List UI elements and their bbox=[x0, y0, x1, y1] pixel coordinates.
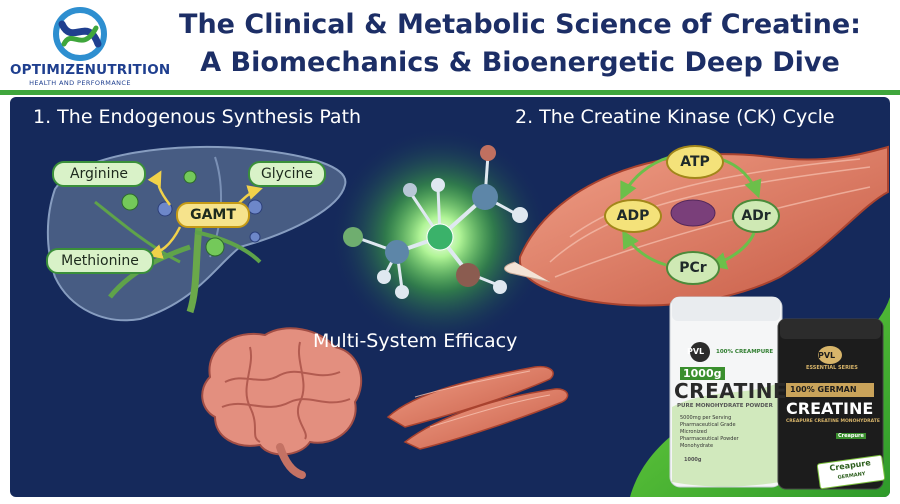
ck-node-adp: ADP bbox=[604, 199, 662, 233]
white-tub-bullet: 5000mg per Serving bbox=[680, 415, 732, 421]
brain-illustration bbox=[201, 327, 363, 479]
white-tub-bullet: Pharmaceutical Powder bbox=[680, 436, 739, 442]
white-tub-brand: PVL bbox=[687, 347, 705, 356]
ck-node-atp: ATP bbox=[666, 145, 724, 179]
label-gamt: GAMT bbox=[176, 202, 250, 228]
white-tub-bullet: Micronized bbox=[680, 429, 707, 435]
white-tub-footer: 1000g bbox=[684, 457, 702, 463]
logo-emblem bbox=[53, 7, 107, 61]
black-tub-subtitle: CREAPURE CREATINE MONOHYDRATE bbox=[786, 419, 880, 424]
illustration-layer bbox=[46, 127, 890, 497]
white-tub-amount: 1000g bbox=[680, 367, 725, 380]
black-tub-product bbox=[777, 318, 884, 490]
creatine-molecule bbox=[330, 127, 550, 347]
white-tub-side-note: 100% CREAMPURE bbox=[716, 349, 774, 355]
black-tub-badge: Creapure bbox=[836, 433, 866, 439]
main-panel: 1. The Endogenous Synthesis Path 2. The … bbox=[10, 97, 890, 497]
ck-node-adr: ADr bbox=[732, 199, 780, 233]
page-title-line-1: The Clinical & Metabolic Science of Crea… bbox=[179, 9, 861, 40]
black-tub-band: 100% GERMAN bbox=[790, 385, 857, 394]
white-tub-bullet: Pharmaceutical Grade bbox=[680, 422, 736, 428]
label-methionine: Methionine bbox=[46, 248, 154, 274]
white-tub-product bbox=[669, 296, 783, 488]
ck-node-pcr: PCr bbox=[666, 251, 720, 285]
white-tub-subtitle: PURE MONOHYDRATE POWDER bbox=[677, 403, 773, 409]
header: OPTIMIZENUTRITION HEALTH AND PERFORMANCE… bbox=[0, 0, 900, 95]
black-tub-name: CREATINE bbox=[786, 399, 874, 418]
white-tub-bullets: 5000mg per Serving Pharmaceutical Grade … bbox=[680, 415, 776, 450]
header-divider bbox=[0, 90, 900, 95]
section-title-ck-cycle: 2. The Creatine Kinase (CK) Cycle bbox=[515, 106, 835, 128]
logo: OPTIMIZENUTRITION HEALTH AND PERFORMANCE bbox=[10, 6, 171, 90]
black-tub-brand-sub: ESSENTIAL SERIES bbox=[806, 365, 858, 371]
label-glycine: Glycine bbox=[248, 161, 326, 187]
white-tub-name: CREATINE bbox=[674, 379, 788, 403]
section-title-efficacy: Multi-System Efficacy bbox=[313, 330, 518, 352]
muscle-illustration-ck bbox=[504, 145, 889, 307]
liver-illustration bbox=[46, 145, 347, 322]
page-title-line-2: A Biomechanics & Bioenergetic Deep Dive bbox=[200, 47, 840, 78]
section-title-synthesis: 1. The Endogenous Synthesis Path bbox=[33, 106, 362, 128]
white-tub-bullet: Monohydrate bbox=[680, 443, 714, 449]
black-tub-brand: PVL bbox=[818, 351, 836, 360]
label-arginine: Arginine bbox=[52, 161, 146, 187]
logo-brand-name: OPTIMIZENUTRITION bbox=[10, 62, 171, 78]
muscle-bundle-illustration bbox=[386, 365, 569, 450]
logo-tagline: HEALTH AND PERFORMANCE bbox=[29, 79, 131, 87]
